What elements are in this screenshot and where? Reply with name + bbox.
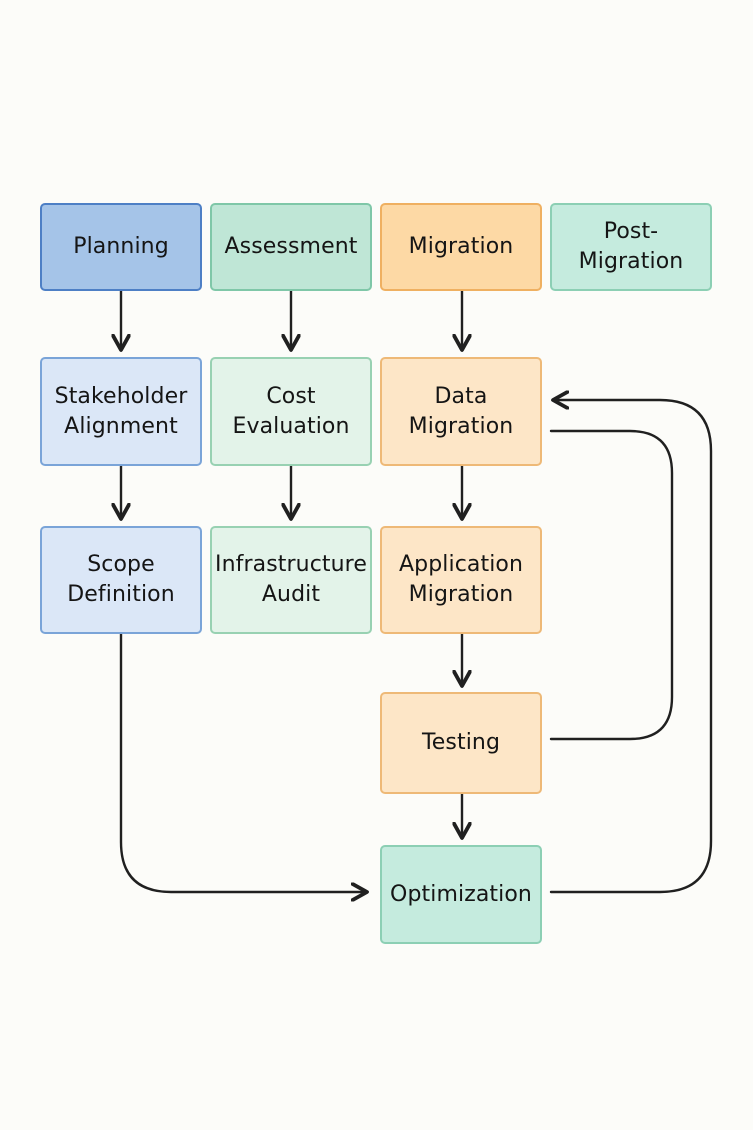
connector-data-to-testing [549, 429, 674, 741]
arrow-optimization-to-data [549, 400, 713, 894]
planning-header: Planning [40, 203, 202, 291]
assessment-header: Assessment [210, 203, 372, 291]
testing-node: Testing [380, 692, 542, 794]
stakeholder-alignment-node: Stakeholder Alignment [40, 357, 202, 466]
post-migration-header: Post- Migration [550, 203, 712, 291]
optimization-node: Optimization [380, 845, 542, 944]
migration-header: Migration [380, 203, 542, 291]
application-migration-node: Application Migration [380, 526, 542, 634]
arrow-scope-to-optimization [119, 632, 367, 892]
cost-evaluation-node: Cost Evaluation [210, 357, 372, 466]
data-migration-node: Data Migration [380, 357, 542, 466]
infrastructure-audit-node: Infrastructure Audit [210, 526, 372, 634]
scope-definition-node: Scope Definition [40, 526, 202, 634]
